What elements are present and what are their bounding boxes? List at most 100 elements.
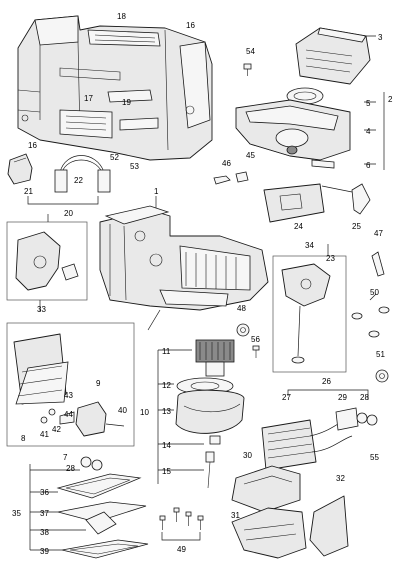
actuator-21: [7, 153, 33, 185]
callout-20: 20: [64, 209, 73, 218]
callout-46: 46: [222, 159, 231, 168]
callout-25: 25: [352, 222, 361, 231]
grommets-50: [351, 306, 390, 338]
clip-6: [311, 159, 335, 169]
callout-43: 43: [64, 391, 73, 400]
bracket-24: [263, 183, 325, 223]
callout-21: 21: [24, 187, 33, 196]
pipes-29: [309, 407, 359, 453]
callout-51: 51: [376, 350, 385, 359]
filter-8: [13, 333, 69, 405]
callout-26: 26: [322, 377, 331, 386]
seals-7-28: [80, 456, 103, 471]
callout-10: 10: [140, 408, 149, 417]
callout-16a: 16: [186, 21, 195, 30]
flap-19: [107, 89, 153, 103]
seal-39: [61, 539, 149, 559]
linkage-34: [281, 263, 331, 364]
callout-9: 9: [96, 379, 101, 388]
callout-54: 54: [246, 47, 255, 56]
callout-45: 45: [246, 151, 255, 160]
screw-46-45: [213, 171, 249, 185]
group-box-8-9: [6, 322, 135, 447]
callout-42: 42: [52, 425, 61, 434]
seal-36: [56, 473, 142, 499]
callout-12: 12: [162, 381, 171, 390]
group-box-33: [6, 221, 88, 301]
wiring-harness-22: [54, 155, 111, 193]
callout-47: 47: [374, 229, 383, 238]
callout-labels: 1 2 3 4 5 6 7 8 9 10 11 12 13 14 15 16 1…: [12, 12, 393, 556]
filter-housing-4: [235, 99, 351, 161]
callout-36: 36: [40, 488, 49, 497]
callout-3: 3: [378, 33, 383, 42]
seals-28: [356, 412, 378, 426]
callout-35: 35: [12, 509, 21, 518]
screw-54: [243, 63, 252, 76]
blower-ring-12: [176, 377, 234, 395]
callout-16b: 16: [28, 141, 37, 150]
callout-29: 29: [338, 393, 347, 402]
callout-39: 39: [40, 547, 49, 556]
seal-48: [236, 323, 250, 337]
callout-50: 50: [370, 288, 379, 297]
actuator-33: [15, 231, 79, 291]
lever-25: [321, 183, 371, 215]
clip-47: [371, 251, 385, 277]
callout-34: 34: [305, 241, 314, 250]
callout-13: 13: [162, 407, 171, 416]
callout-31: 31: [231, 511, 240, 520]
callout-49: 49: [177, 545, 186, 554]
flap-assembly-9: [40, 401, 125, 437]
callout-30: 30: [243, 451, 252, 460]
callout-6: 6: [366, 161, 371, 170]
callout-48: 48: [237, 304, 246, 313]
callout-40: 40: [118, 406, 127, 415]
callout-27: 27: [282, 393, 291, 402]
callout-1: 1: [154, 187, 159, 196]
callout-5: 5: [366, 99, 371, 108]
flap-52-53: [59, 109, 159, 139]
group-box-34: [272, 255, 347, 373]
callout-7: 7: [63, 453, 68, 462]
callout-52: 52: [110, 153, 119, 162]
callout-8: 8: [21, 434, 26, 443]
blower-housing-13: [175, 389, 245, 445]
duct-32: [309, 495, 349, 557]
filter-38: [85, 511, 117, 535]
callout-44: 44: [64, 410, 73, 419]
callout-14: 14: [162, 441, 171, 450]
callout-19: 19: [122, 98, 131, 107]
filter-cover-3: [295, 27, 371, 85]
callout-56: 56: [251, 335, 260, 344]
callout-17: 17: [84, 94, 93, 103]
callout-28b: 28: [360, 393, 369, 402]
heater-housing-main: [99, 205, 269, 331]
callout-55: 55: [370, 453, 379, 462]
callout-22: 22: [74, 176, 83, 185]
callout-41: 41: [40, 430, 49, 439]
seal-37: [57, 501, 147, 523]
callout-33: 33: [37, 305, 46, 314]
screws-49: [159, 507, 204, 530]
callout-23: 23: [326, 254, 335, 263]
callout-24: 24: [294, 222, 303, 231]
callout-38: 38: [40, 528, 49, 537]
callout-37: 37: [40, 509, 49, 518]
grommet-51: [375, 369, 389, 383]
callout-4: 4: [366, 127, 371, 136]
callout-32: 32: [336, 474, 345, 483]
callout-53: 53: [130, 162, 139, 171]
callout-2: 2: [388, 95, 393, 104]
sensor-15: [205, 451, 215, 489]
lower-tray-30: [231, 465, 301, 513]
callout-11: 11: [162, 347, 171, 356]
filter-panel-18: [87, 29, 161, 47]
blower-motor-11: [195, 339, 235, 377]
lower-housing-31: [231, 507, 307, 559]
heater-core-27: [261, 419, 317, 471]
screw-56: [252, 345, 260, 358]
callout-28a: 28: [66, 464, 75, 473]
callout-15: 15: [162, 467, 171, 476]
